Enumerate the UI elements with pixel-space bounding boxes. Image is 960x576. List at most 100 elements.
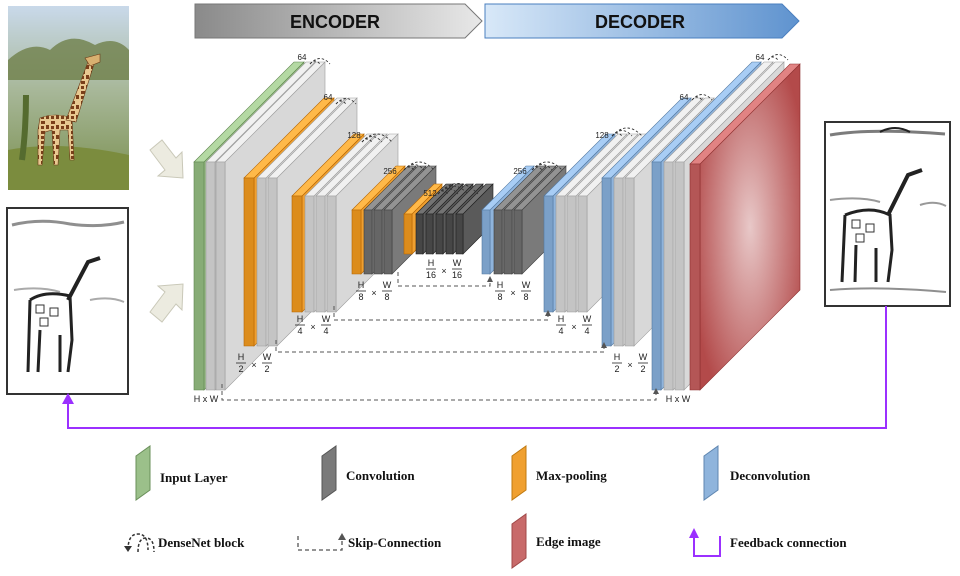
decoder-label: DECODER <box>595 12 685 32</box>
svg-text:4: 4 <box>297 326 302 336</box>
input-arrow-bottom <box>149 283 184 323</box>
legend-skip-connection: Skip-Connection <box>297 533 442 551</box>
input-arrow-top <box>149 139 184 179</box>
input-photo <box>8 6 129 190</box>
svg-text:W: W <box>583 314 592 324</box>
channel-label-dec-3: 64 <box>680 93 689 102</box>
legend-label-input-layer: Input Layer <box>160 470 228 485</box>
svg-text:4: 4 <box>323 326 328 336</box>
svg-text:16: 16 <box>452 270 462 280</box>
dim-label-output: H x W <box>666 394 691 404</box>
svg-text:×: × <box>310 322 315 332</box>
dim-label-dec-h2: H 2 × W 2 <box>612 352 648 374</box>
svg-text:2: 2 <box>264 364 269 374</box>
svg-text:×: × <box>571 322 576 332</box>
dim-label-enc-h4: H 4 × W 4 <box>295 314 331 336</box>
channel-label-enc-1: 64 <box>298 53 307 62</box>
svg-text:W: W <box>522 280 531 290</box>
densenet-arcs-enc-3 <box>361 133 393 143</box>
legend-label-max-pooling: Max-pooling <box>536 468 607 483</box>
densenet-arcs-dec-2 <box>611 127 643 137</box>
channel-label-enc-2: 64 <box>324 93 333 102</box>
svg-text:×: × <box>441 266 446 276</box>
densenet-arcs-enc-5 <box>437 183 479 195</box>
svg-text:H: H <box>358 280 365 290</box>
svg-text:×: × <box>251 360 256 370</box>
densenet-arcs-enc-1 <box>309 58 331 65</box>
legend-label-edge-image: Edge image <box>536 534 601 549</box>
feedback-connection-line <box>62 306 887 429</box>
svg-text:H: H <box>497 280 504 290</box>
channel-label-enc-4: 256 <box>383 167 397 176</box>
channel-label-enc-3: 128 <box>347 131 361 140</box>
channel-label-enc-5: 512 <box>423 189 437 198</box>
svg-text:8: 8 <box>358 292 363 302</box>
encoder-banner: ENCODER <box>194 3 483 39</box>
channel-label-dec-2: 128 <box>595 131 609 140</box>
skip-connection-3 <box>333 306 549 321</box>
skip-connection-1 <box>221 384 657 401</box>
channel-labels: 64 64 128 256 512 256 128 64 64 <box>298 53 765 198</box>
dim-label-enc-h16: H 16 × W 16 <box>426 258 462 280</box>
svg-text:H: H <box>428 258 435 268</box>
svg-text:2: 2 <box>238 364 243 374</box>
svg-text:H: H <box>614 352 621 362</box>
svg-text:8: 8 <box>384 292 389 302</box>
output-edge-image <box>824 121 951 307</box>
svg-text:2: 2 <box>614 364 619 374</box>
svg-text:H: H <box>238 352 245 362</box>
svg-text:4: 4 <box>558 326 563 336</box>
svg-text:W: W <box>322 314 331 324</box>
densenet-arcs-enc-2 <box>335 98 357 105</box>
svg-text:W: W <box>263 352 272 362</box>
legend-convolution: Convolution <box>321 445 415 501</box>
legend: Input Layer Convolution Max-pooling Deco… <box>124 445 847 569</box>
svg-text:16: 16 <box>426 270 436 280</box>
svg-text:8: 8 <box>523 292 528 302</box>
decoder-banner: DECODER <box>484 3 800 39</box>
dim-label-dec-h8: H 8 × W 8 <box>495 280 531 302</box>
dim-label-enc-h2: H 2 × W 2 <box>236 352 272 374</box>
svg-text:2: 2 <box>640 364 645 374</box>
densenet-arcs-dec-1 <box>531 161 563 171</box>
legend-label-feedback-connection: Feedback connection <box>730 535 847 550</box>
legend-label-skip-connection: Skip-Connection <box>348 535 442 550</box>
legend-densenet-block: DenseNet block <box>124 533 245 553</box>
channel-label-dec-4: 64 <box>756 53 765 62</box>
svg-text:×: × <box>510 288 515 298</box>
encoder-label: ENCODER <box>290 12 380 32</box>
channel-label-dec-1: 256 <box>513 167 527 176</box>
svg-text:W: W <box>639 352 648 362</box>
legend-label-deconvolution: Deconvolution <box>730 468 811 483</box>
svg-text:W: W <box>453 258 462 268</box>
svg-text:8: 8 <box>497 292 502 302</box>
layer-edge-output <box>689 63 801 391</box>
skip-connection-2 <box>275 340 605 353</box>
legend-edge-image: Edge image <box>511 513 601 569</box>
densenet-arcs-dec-4 <box>767 54 789 61</box>
svg-text:×: × <box>371 288 376 298</box>
layer-conv-5e <box>455 183 494 255</box>
skip-connections <box>221 272 657 401</box>
legend-deconvolution: Deconvolution <box>703 445 811 501</box>
legend-input-layer: Input Layer <box>135 445 228 501</box>
svg-text:H: H <box>558 314 565 324</box>
dim-label-dec-h4: H 4 × W 4 <box>556 314 592 336</box>
densenet-arcs-dec-3 <box>691 94 713 101</box>
legend-max-pooling: Max-pooling <box>511 445 607 501</box>
legend-label-densenet-block: DenseNet block <box>158 535 245 550</box>
densenet-arcs-enc-4 <box>403 161 435 171</box>
svg-text:×: × <box>627 360 632 370</box>
dim-label-enc-h8: H 8 × W 8 <box>356 280 392 302</box>
svg-text:4: 4 <box>584 326 589 336</box>
legend-feedback-connection: Feedback connection <box>689 528 847 557</box>
feedback-edge-image <box>6 207 129 395</box>
svg-text:H: H <box>297 314 304 324</box>
skip-connection-4 <box>397 272 491 287</box>
svg-text:W: W <box>383 280 392 290</box>
legend-label-convolution: Convolution <box>346 468 415 483</box>
network-layers <box>193 54 801 391</box>
skip-arrowheads <box>487 276 659 394</box>
